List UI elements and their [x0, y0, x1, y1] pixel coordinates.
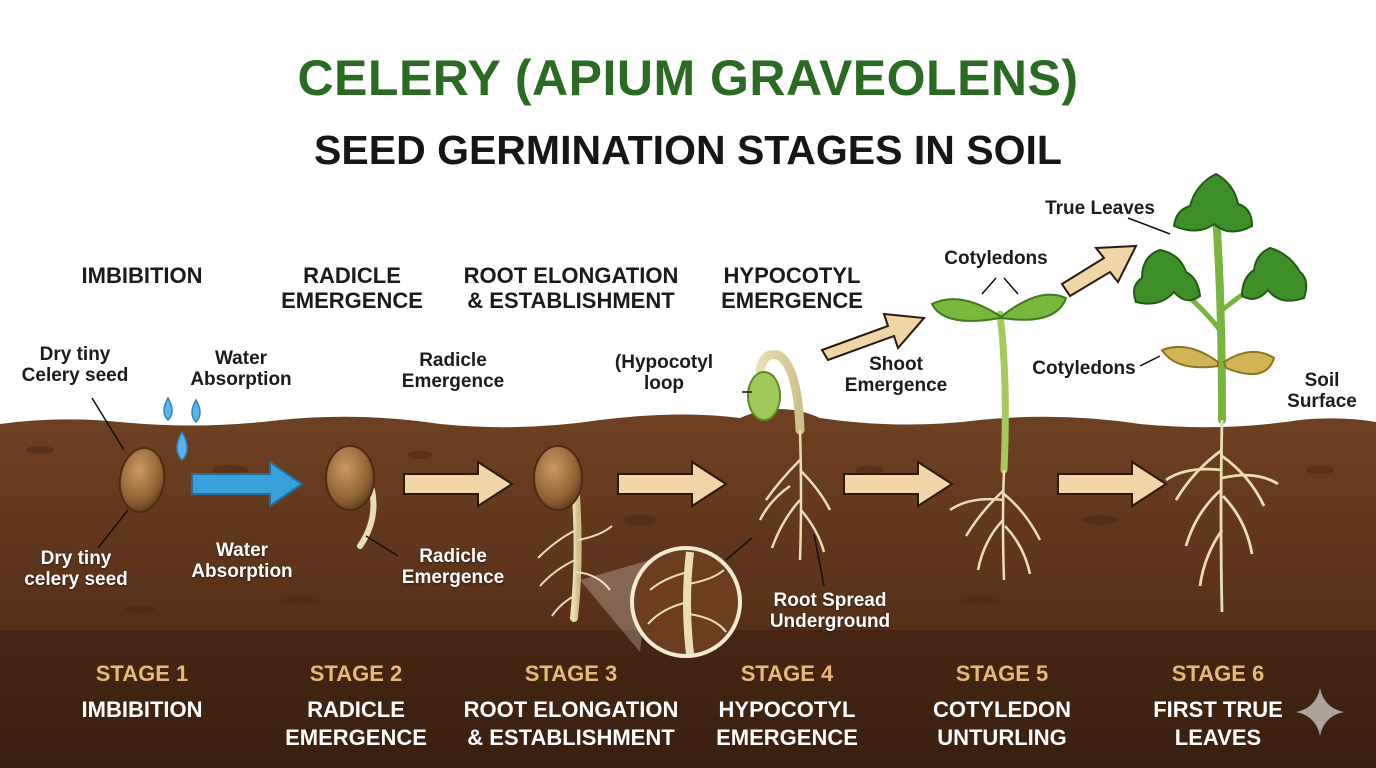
- arrow-right-icon: [403, 244, 1168, 508]
- stage-4-number: STAGE 4: [740, 661, 834, 686]
- label-cotyledons-top: Cotyledons: [944, 248, 1048, 269]
- dry-seed-stage1: [118, 447, 166, 513]
- pointer-line: [91, 397, 125, 451]
- stage-3-name: ROOT ELONGATION& ESTABLISHMENT: [463, 697, 679, 750]
- stage-3-number: STAGE 3: [524, 661, 618, 686]
- header-imbibition: IMBIBITION: [81, 263, 203, 288]
- header-root-elongation: ROOT ELONGATION& ESTABLISHMENT: [463, 263, 679, 313]
- stage-5-number: STAGE 5: [955, 661, 1049, 686]
- arrow-right-icon: [191, 460, 304, 508]
- label-true-leaves: True Leaves: [1045, 198, 1155, 219]
- pointer-line: [1139, 355, 1161, 367]
- soil-texture: [26, 446, 1334, 614]
- pointer-line: [981, 277, 997, 295]
- label-cotyledons-side: Cotyledons: [1032, 358, 1136, 379]
- magnified-root-view: [630, 546, 742, 658]
- seed-with-radicle: [325, 445, 377, 549]
- stage-1-number: STAGE 1: [95, 661, 189, 686]
- pointer-line: [97, 509, 129, 549]
- seed-with-root: [533, 445, 613, 622]
- sparkle-icon: [1296, 688, 1344, 736]
- water-drop-icon: [163, 396, 201, 462]
- cotyledon-seedling: [930, 293, 1068, 581]
- pointer-line: [1127, 217, 1171, 235]
- magnifier-beam: [580, 560, 650, 652]
- pointer-line: [365, 535, 399, 557]
- pointer-line: [1003, 277, 1019, 295]
- pointer-line: [813, 533, 825, 587]
- plant-with-true-leaves: [1133, 172, 1308, 613]
- diagram-title: CELERY (APIUM GRAVEOLENS): [297, 50, 1079, 106]
- pointer-line: [725, 537, 753, 561]
- stage-6-number: STAGE 6: [1171, 661, 1265, 686]
- stage-1-name: IMBIBITION: [81, 697, 203, 722]
- stage-2-number: STAGE 2: [309, 661, 403, 686]
- hypocotyl-seedling: [747, 350, 832, 561]
- diagram-subtitle: SEED GERMINATION STAGES IN SOIL: [314, 127, 1062, 173]
